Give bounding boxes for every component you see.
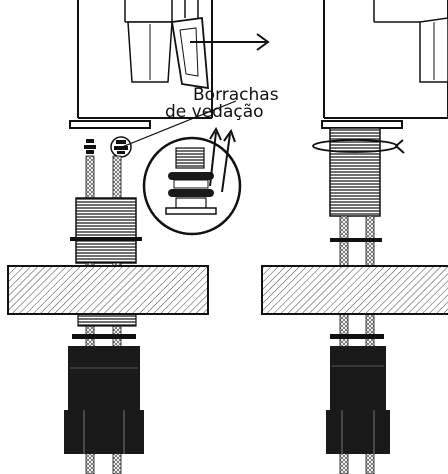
- left-valve-head-2: [110, 136, 132, 158]
- right-upper-washer: [330, 238, 382, 242]
- right-hose-b: [365, 215, 375, 474]
- right-threaded-shank: [329, 127, 381, 217]
- seal-ring-lower: [168, 189, 214, 197]
- left-faucet-flange: [69, 120, 151, 129]
- left-mounting-nut: [64, 346, 144, 454]
- seal-label-line1: Borrachas: [193, 85, 279, 105]
- seal-detail-magnifier: [121, 100, 242, 236]
- right-faucet-flange: [321, 120, 403, 129]
- right-washer: [330, 334, 384, 339]
- right-countertop: [261, 265, 448, 315]
- left-faucet-body: [77, 0, 213, 119]
- right-panel: [261, 0, 448, 474]
- seal-removal-arrows: [209, 126, 236, 193]
- rotation-arrow: [312, 139, 405, 154]
- left-washer: [72, 334, 136, 339]
- left-panel: Borrachas de vedação: [7, 0, 279, 474]
- seal-label-line2: de vedação: [165, 102, 264, 122]
- left-countertop: [7, 265, 209, 315]
- left-valve-head-1: [84, 139, 96, 154]
- pull-direction-arrow: [190, 33, 270, 51]
- right-mounting-nut: [326, 346, 390, 454]
- seal-ring-upper: [168, 172, 214, 180]
- right-hose-a: [339, 215, 349, 474]
- right-faucet-body: [323, 0, 448, 119]
